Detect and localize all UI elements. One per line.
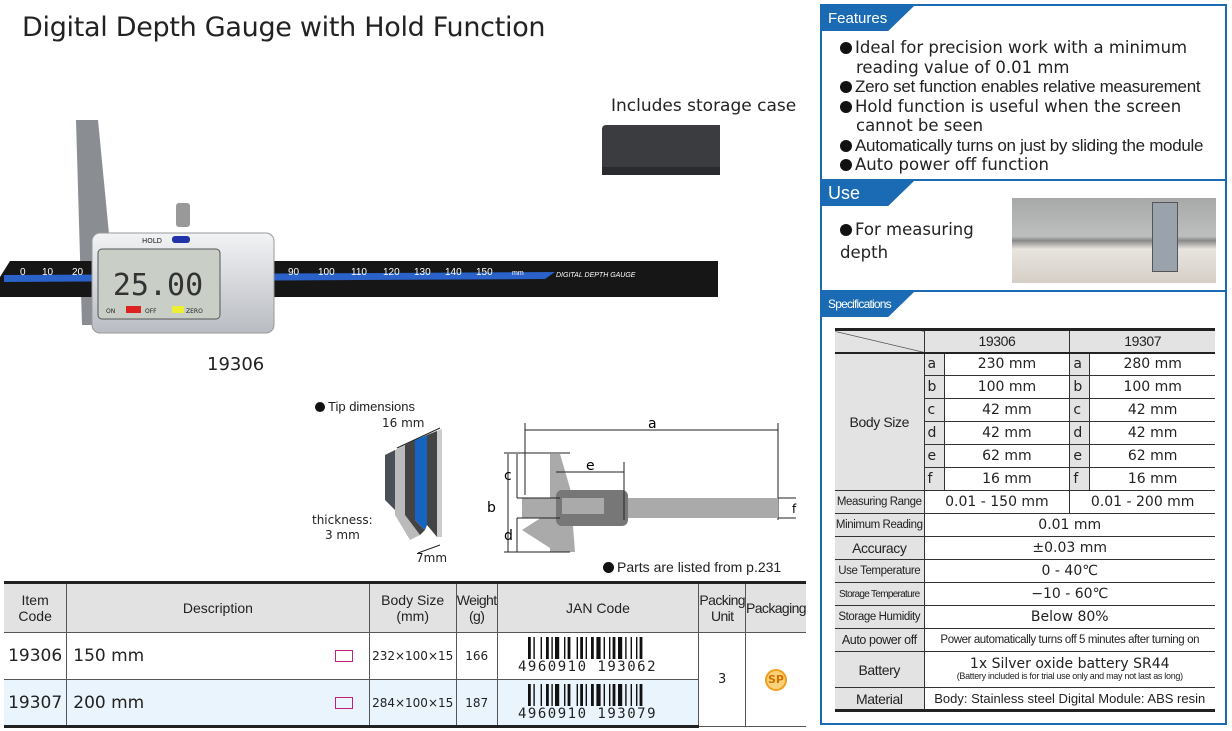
case-icon: [334, 650, 353, 662]
svg-text:DIGITAL DEPTH GAUGE: DIGITAL DEPTH GAUGE: [556, 272, 636, 279]
product-table: Item Code Description Body Size (mm) Wei…: [4, 581, 807, 728]
svg-text:OFF: OFF: [145, 308, 157, 315]
thumb-roller: [176, 203, 190, 227]
svg-text:mm: mm: [512, 270, 524, 277]
svg-text:140: 140: [445, 267, 462, 278]
feature-item: Hold function is useful when the screen …: [840, 97, 1225, 136]
tip-dimensions-heading: Tip dimensions: [315, 399, 415, 414]
item-code: 19306: [4, 632, 68, 680]
info-panel: Features Ideal for precision work with a…: [820, 4, 1227, 725]
packaging: SP: [745, 632, 806, 727]
svg-text:c: c: [504, 468, 512, 484]
body-size: 284×100×15: [368, 679, 457, 728]
use-text: For measuring depth: [840, 220, 974, 262]
svg-text:100: 100: [318, 267, 335, 278]
svg-text:b: b: [487, 500, 496, 516]
barcode-icon: [527, 683, 643, 706]
model-label: 19306: [207, 354, 265, 375]
tip-thickness-label: thickness:3 mm: [312, 513, 373, 542]
description: 200 mm: [66, 679, 370, 728]
col-description: Description: [66, 581, 370, 633]
svg-text:10: 10: [42, 267, 54, 278]
zero-button: [172, 306, 184, 313]
svg-text:f: f: [792, 502, 797, 516]
col-item-code: Item Code: [4, 581, 68, 633]
col-packing-unit: Packing Unit: [698, 581, 746, 633]
model-19307-header: 19307: [1069, 328, 1215, 353]
case-icon: [334, 697, 353, 709]
svg-text:120: 120: [383, 267, 400, 278]
body-size: 232×100×15: [368, 632, 457, 680]
svg-text:a: a: [648, 420, 657, 432]
spec-row: Storage Temperature−10 - 60℃: [835, 582, 1215, 606]
features-header: Features: [822, 6, 914, 31]
on-off-button: [126, 306, 141, 313]
feature-item: Auto power off function: [840, 155, 1225, 175]
barcode-icon: [527, 637, 643, 659]
description: 150 mm: [66, 632, 370, 680]
parts-note: Parts are listed from p.231: [603, 559, 781, 575]
feature-item: Ideal for precision work with a minimum …: [840, 38, 1225, 77]
tip-size-label: 7mm: [416, 551, 448, 565]
use-header: Use: [822, 181, 914, 206]
svg-text:20: 20: [72, 267, 84, 278]
svg-text:ON: ON: [106, 308, 115, 315]
spec-row: Accuracy±0.03 mm: [835, 536, 1215, 560]
depth-gauge-photo: 25.00 HOLD ON OFF ZERO 0 10 20 90 100 110 12…: [0, 120, 720, 334]
weight: 187: [455, 679, 498, 728]
body-size-label: Body Size: [835, 352, 925, 491]
model-19306-header: 19306: [923, 328, 1071, 353]
col-packaging: Packaging: [745, 581, 807, 633]
svg-text:e: e: [586, 458, 595, 474]
lcd-reading: 25.00: [113, 268, 203, 303]
svg-text:150: 150: [476, 267, 493, 278]
dimension-diagram: a b c d e f: [487, 420, 797, 553]
svg-text:90: 90: [288, 267, 300, 278]
svg-text:d: d: [504, 528, 513, 544]
storage-case: [602, 125, 720, 175]
tip-drawing: [385, 427, 442, 554]
tip-width-label: 16 mm: [382, 416, 425, 430]
features-list: Ideal for precision work with a minimum …: [840, 38, 1225, 175]
col-jan-code: JAN Code: [496, 581, 700, 633]
svg-text:0: 0: [20, 267, 26, 278]
feature-item: Zero set function enables relative measu…: [840, 77, 1225, 97]
feature-item: Automatically turns on just by sliding t…: [840, 136, 1225, 156]
page-title: Digital Depth Gauge with Hold Function: [22, 12, 546, 43]
storage-case-label: Includes storage case: [611, 96, 797, 116]
col-weight: Weight (g): [455, 581, 498, 633]
use-photo: [1012, 198, 1216, 283]
weight: 166: [455, 632, 498, 680]
svg-text:110: 110: [351, 267, 367, 278]
svg-text:ZERO: ZERO: [186, 308, 203, 315]
hold-button: [172, 236, 190, 243]
packing-unit: 3: [698, 632, 746, 727]
col-body-size: Body Size (mm): [368, 581, 457, 633]
svg-text:130: 130: [414, 267, 431, 278]
svg-text:HOLD: HOLD: [142, 237, 162, 245]
sp-package-icon: SP: [765, 668, 787, 691]
item-code: 19307: [4, 679, 68, 728]
lcd-screen: [97, 248, 221, 320]
specifications-header: Specifications: [822, 292, 914, 317]
